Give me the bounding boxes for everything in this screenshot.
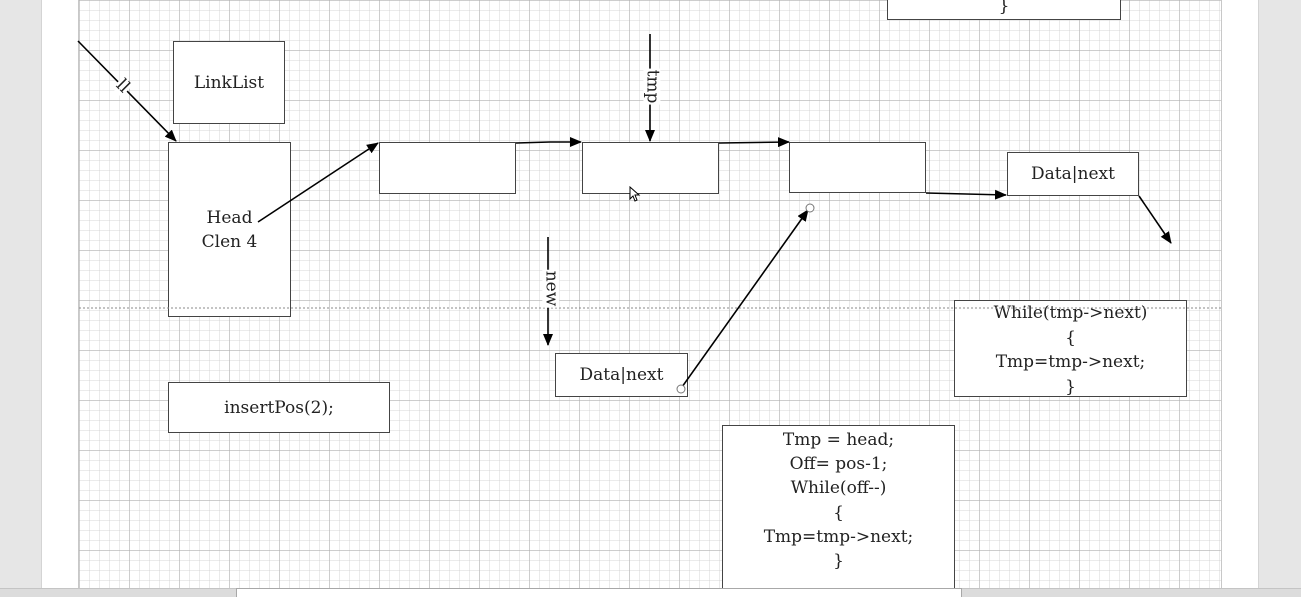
new-node-box[interactable]: Data|next (555, 353, 688, 397)
linklist-box[interactable]: LinkList (173, 41, 285, 124)
tmp-label: tmp (642, 68, 663, 105)
while-loop-box[interactable]: While(tmp->next) { Tmp=tmp->next; } (954, 300, 1187, 397)
list-node-3[interactable] (789, 142, 926, 193)
new-label: new (541, 269, 562, 308)
list-node-4[interactable]: Data|next (1007, 152, 1139, 196)
mouse-cursor-icon (629, 186, 641, 202)
head-node-box[interactable]: Head Clen 4 (168, 142, 291, 317)
find-pos-code-box[interactable]: Tmp = head; Off= pos-1; While(off--) { T… (722, 425, 955, 597)
top-code-box[interactable]: } (887, 0, 1121, 20)
bottom-panel[interactable] (236, 588, 962, 597)
list-node-1[interactable] (379, 142, 516, 194)
list-node-2[interactable] (582, 142, 719, 194)
insert-call-box[interactable]: insertPos(2); (168, 382, 390, 433)
